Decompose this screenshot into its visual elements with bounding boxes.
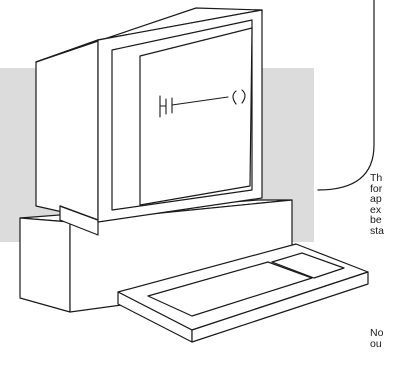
caption-line: sta <box>370 226 384 237</box>
caption-line: No <box>370 328 383 339</box>
caption-line: ou <box>370 339 383 350</box>
caption-line: Th <box>370 173 384 184</box>
monitor-screen <box>140 28 252 205</box>
callout-line <box>318 0 374 190</box>
